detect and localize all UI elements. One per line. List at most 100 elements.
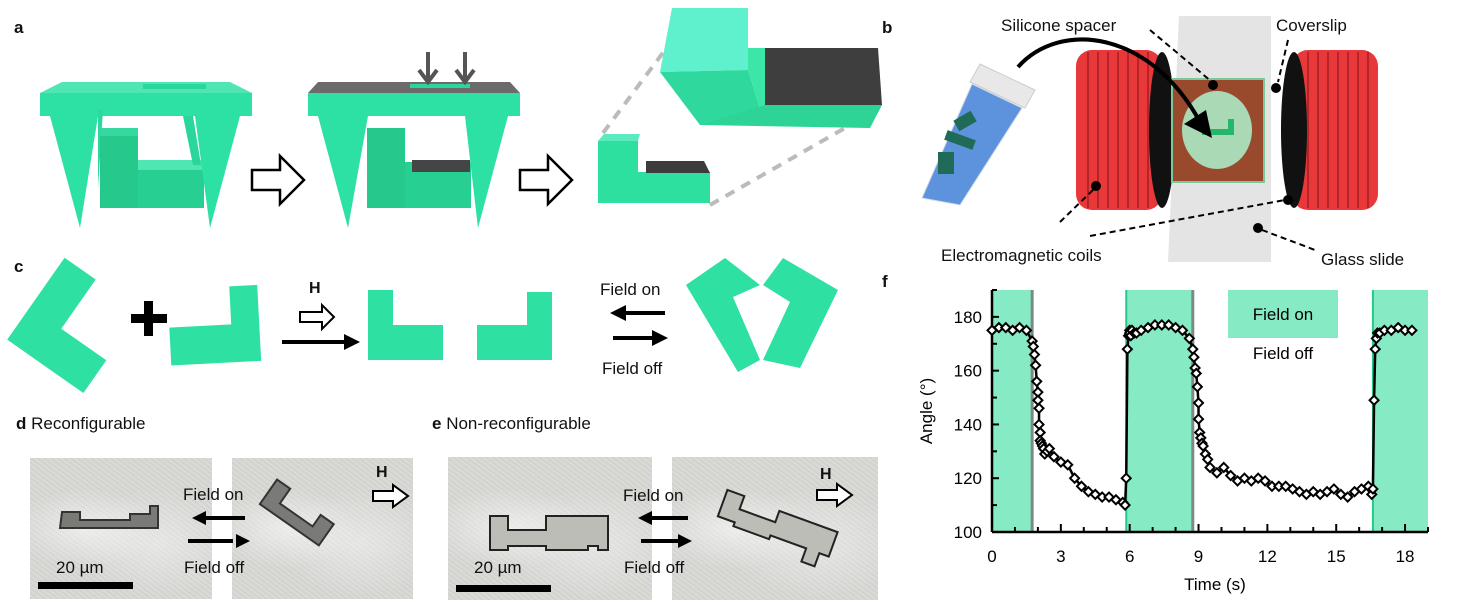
e-microstructures [456, 482, 854, 592]
c-field-off-label: Field off [602, 359, 663, 378]
data-point [1048, 450, 1060, 463]
l-part-2 [169, 284, 262, 366]
data-point [1341, 491, 1354, 503]
data-point [1217, 461, 1230, 474]
zoomed-part [660, 8, 882, 128]
data-point [1068, 472, 1081, 485]
legend-label-field-on: Field on [1253, 305, 1313, 324]
panel-label-e: e [432, 414, 442, 433]
press-arrow-2 [454, 52, 476, 86]
d-field-on-label: Field on [183, 485, 244, 504]
x-tick-label: 18 [1396, 547, 1415, 566]
legend-label-field-off: Field off [1253, 344, 1313, 363]
field-direction-arrow [299, 302, 336, 332]
d-scale-bar [38, 582, 133, 589]
label-electromagnetic-coils: Electromagnetic coils [941, 246, 1102, 265]
data-point [1176, 324, 1189, 337]
data-point [1029, 359, 1042, 372]
x-axis-label: Time (s) [1184, 575, 1246, 594]
y-tick-label: 120 [954, 469, 982, 488]
x-tick-label: 12 [1258, 547, 1277, 566]
label-silicone-spacer: Silicone spacer [1001, 16, 1117, 35]
tube-icon [921, 63, 1036, 206]
data-point [1204, 461, 1216, 474]
e-scale-bar-label: 20 µm [474, 558, 522, 577]
panel-label-b: b [882, 18, 893, 37]
field-symbol-c: H [309, 280, 321, 297]
d-micrograph-field-on [232, 458, 413, 599]
data-point [1043, 442, 1056, 455]
x-tick-label: 9 [1194, 547, 1203, 566]
label-coverslip: Coverslip [1276, 16, 1347, 35]
data-point [1061, 458, 1074, 471]
d-field-symbol: H [376, 464, 388, 481]
data-point [1119, 499, 1132, 512]
data-point [1328, 483, 1340, 495]
e-field-on-label: Field on [623, 486, 684, 505]
e-micrograph-field-off [448, 457, 652, 600]
panel-e-title: e Non-reconfigurable [432, 414, 591, 434]
folded-pair [686, 258, 838, 372]
x-tick-label: 3 [1056, 547, 1065, 566]
data-point [1183, 332, 1196, 345]
series-line [991, 323, 1412, 509]
y-tick-label: 140 [954, 415, 982, 434]
step-arrow-1 [250, 152, 306, 208]
c-field-on-label: Field on [600, 280, 661, 299]
data-point [1033, 418, 1045, 431]
e-field-off-label: Field off [624, 558, 685, 577]
e-field-symbol: H [820, 466, 832, 483]
released-part [598, 134, 710, 203]
x-tick-label: 6 [1125, 547, 1134, 566]
e-scale-bar [456, 585, 551, 592]
d-microstructures [38, 478, 410, 589]
panel-label-a: a [14, 18, 24, 37]
y-tick-label: 160 [954, 362, 982, 381]
d-field-off-label: Field off [184, 558, 245, 577]
data-point [1120, 472, 1133, 485]
panel-b-setup-illustration [921, 16, 1378, 262]
data-point [1192, 397, 1205, 409]
data-point [1033, 402, 1045, 415]
x-tick-label: 15 [1327, 547, 1346, 566]
l-part-1 [7, 257, 107, 394]
data-point [1188, 351, 1200, 364]
data-point [1121, 343, 1134, 356]
zoom-guide-lines [601, 48, 846, 207]
panel-a-illustration [40, 8, 882, 228]
press-arrow-1 [417, 52, 439, 86]
data-point [1210, 466, 1223, 479]
label-glass-slide: Glass slide [1321, 250, 1405, 269]
data-point [1190, 367, 1203, 380]
plus-sign [131, 301, 167, 336]
data-point [1406, 324, 1418, 337]
panel-label-c: c [14, 257, 24, 276]
data-point [1259, 474, 1271, 487]
panel-d-title-text: Reconfigurable [31, 414, 146, 433]
data-point [1368, 394, 1380, 407]
left-coil [1076, 50, 1175, 210]
reversible-arrows [610, 305, 668, 346]
right-coil [1281, 50, 1378, 210]
data-point [1075, 480, 1088, 493]
panel-label-f: f [882, 272, 888, 291]
data-point [1028, 348, 1041, 361]
data-point [1191, 380, 1204, 393]
legend-swatch-field-on [1228, 290, 1338, 338]
annotation-dots [1091, 80, 1293, 233]
d-scale-bar-label: 20 µm [56, 558, 104, 577]
data-point [1369, 343, 1382, 356]
step-arrow-2 [518, 152, 574, 208]
panel-c-assembly-illustration [7, 257, 838, 394]
data-point [1030, 375, 1043, 388]
annotation-leaders [1059, 29, 1316, 251]
panel-d-title: d Reconfigurable [16, 414, 145, 434]
data-point [1367, 483, 1379, 495]
assembly-arrow [282, 334, 360, 350]
y-tick-label: 180 [954, 308, 982, 327]
panel-label-d: d [16, 414, 27, 433]
y-tick-label: 100 [954, 523, 982, 542]
transfer-arrow [1016, 37, 1212, 138]
data-point [1031, 394, 1044, 407]
